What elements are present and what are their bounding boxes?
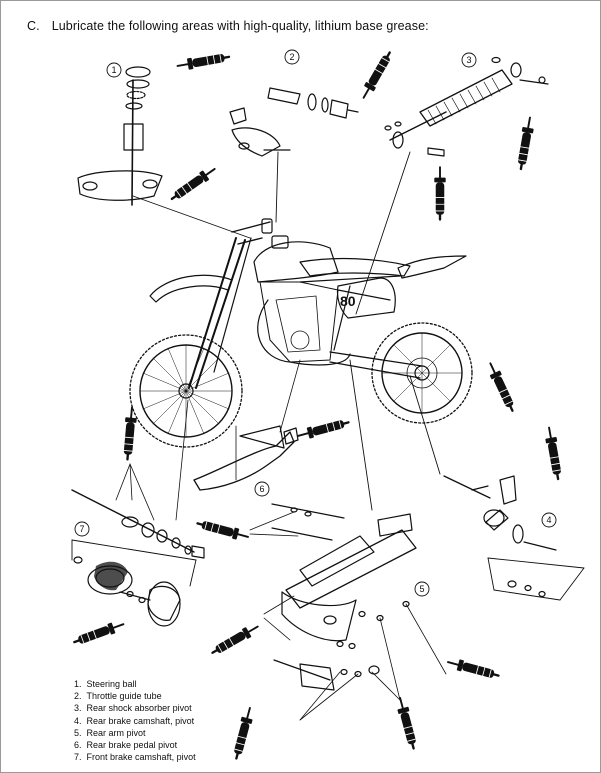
grease-gun-icon	[514, 115, 537, 172]
motorcycle-illustration: 80	[129, 218, 473, 448]
steering-assembly	[77, 66, 251, 239]
legend-item: 7. Front brake camshaft, pivot	[74, 751, 196, 763]
callout-5: 5	[419, 584, 424, 594]
callout-labels: 1 2 3 4 5 6 7	[74, 49, 557, 597]
callout-1: 1	[111, 65, 116, 75]
grease-gun-icon	[208, 620, 262, 659]
grease-gun-icon	[433, 166, 447, 221]
legend-label: Rear shock absorber pivot	[86, 703, 192, 714]
grease-gun-icon	[167, 163, 220, 205]
legend-number: 4.	[74, 715, 82, 726]
grease-gun-icon	[445, 655, 502, 683]
callout-4: 4	[546, 515, 551, 525]
legend-item: 6. Rear brake pedal pivot	[74, 739, 196, 751]
rear-arm-assembly	[249, 359, 447, 721]
callout-2: 2	[289, 52, 294, 62]
instruction-heading: C. Lubricate the following areas with hig…	[27, 19, 429, 33]
callout-3: 3	[466, 55, 471, 65]
grease-gun-icon	[175, 50, 232, 73]
grease-gun-icon	[484, 359, 519, 415]
legend-number: 3.	[74, 703, 82, 714]
legend-item: 5. Rear arm pivot	[74, 727, 196, 739]
section-letter: C.	[27, 19, 40, 33]
legend-number: 2.	[74, 691, 82, 702]
grease-gun-icon	[295, 415, 352, 443]
legend-item: 3. Rear shock absorber pivot	[74, 702, 196, 714]
shock-absorber-assembly	[355, 56, 549, 315]
front-brake-camshaft-assembly	[71, 399, 205, 627]
engine-badge: 80	[340, 293, 356, 309]
grease-gun-icons	[71, 48, 565, 762]
legend-item: 1. Steering ball	[74, 678, 196, 690]
legend-item: 4. Rear brake camshaft, pivot	[74, 715, 196, 727]
legend-item: 2. Throttle guide tube	[74, 690, 196, 702]
legend-number: 6.	[74, 740, 82, 751]
grease-gun-icon	[71, 617, 127, 649]
legend-label: Rear brake pedal pivot	[86, 740, 178, 751]
throttle-assembly	[229, 87, 359, 223]
callout-6: 6	[259, 484, 264, 494]
legend-label: Rear brake camshaft, pivot	[86, 715, 195, 726]
legend-label: Rear arm pivot	[86, 727, 146, 738]
rear-brake-camshaft-assembly	[409, 375, 585, 601]
grease-gun-icon	[194, 516, 251, 544]
callout-7: 7	[79, 524, 84, 534]
grease-gun-icon	[393, 695, 421, 752]
legend-number: 7.	[74, 752, 82, 763]
legend-label: Steering ball	[86, 679, 137, 689]
heading-text: Lubricate the following areas with high-…	[51, 19, 429, 33]
grease-gun-icon	[357, 48, 396, 102]
grease-gun-icon	[542, 425, 565, 482]
grease-gun-icon	[229, 705, 257, 762]
legend-label: Front brake camshaft, pivot	[86, 752, 196, 763]
legend-label: Throttle guide tube	[86, 691, 162, 702]
legend-number: 5.	[74, 727, 82, 738]
legend-number: 1.	[74, 679, 82, 689]
rear-brake-pedal-assembly	[193, 359, 301, 491]
parts-legend: 1. Steering ball 2. Throttle guide tube …	[74, 678, 196, 763]
